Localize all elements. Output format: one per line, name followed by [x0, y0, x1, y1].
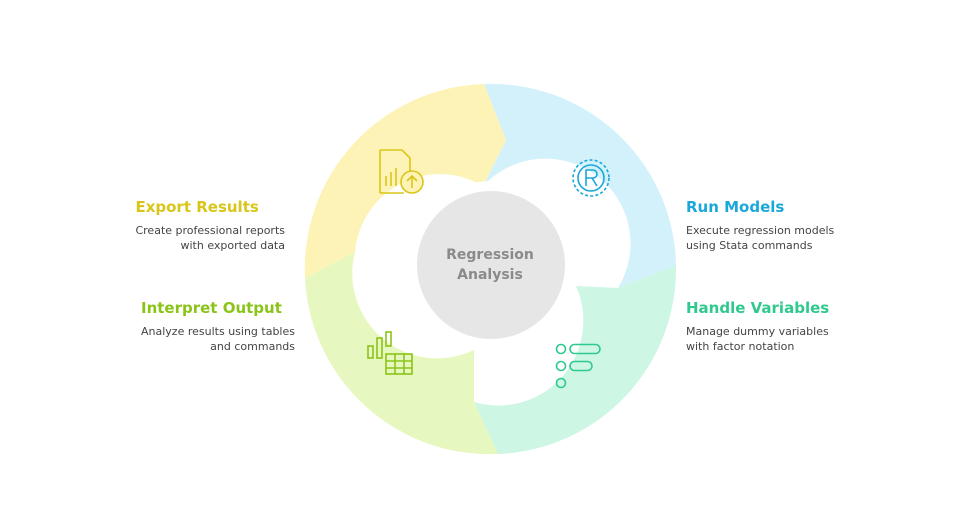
export-results-description: Create professional reports with exporte… [135, 224, 285, 252]
handle-variables-title: Handle Variables [686, 299, 830, 317]
interpret-output-description: Analyze results using tables and command… [141, 325, 295, 353]
center-label: Regression Analysis [446, 247, 534, 283]
run-models-title: Run Models [686, 198, 785, 216]
file-upload-icon [379, 149, 424, 194]
label-run-models: Run Models Execute regression models usi… [686, 197, 834, 253]
r-logo-icon [572, 159, 610, 197]
handle-variables-description: Manage dummy variables with factor notat… [686, 325, 829, 353]
export-results-title: Export Results [135, 198, 259, 216]
run-models-description: Execute regression models using Stata co… [686, 224, 835, 252]
interpret-output-title: Interpret Output [141, 299, 282, 317]
bar-chart-table-icon [367, 331, 413, 375]
label-export-results: Export Results Create professional repor… [135, 197, 285, 253]
segment-handle-variables [474, 265, 677, 454]
label-interpret-output: Interpret Output Analyze results using t… [141, 298, 295, 354]
segment-run-models [483, 83, 676, 288]
list-toggle-icon [555, 343, 601, 389]
segment-interpret-output [305, 252, 498, 455]
label-handle-variables: Handle Variables Manage dummy variables … [686, 298, 829, 354]
center-circle [417, 191, 565, 339]
